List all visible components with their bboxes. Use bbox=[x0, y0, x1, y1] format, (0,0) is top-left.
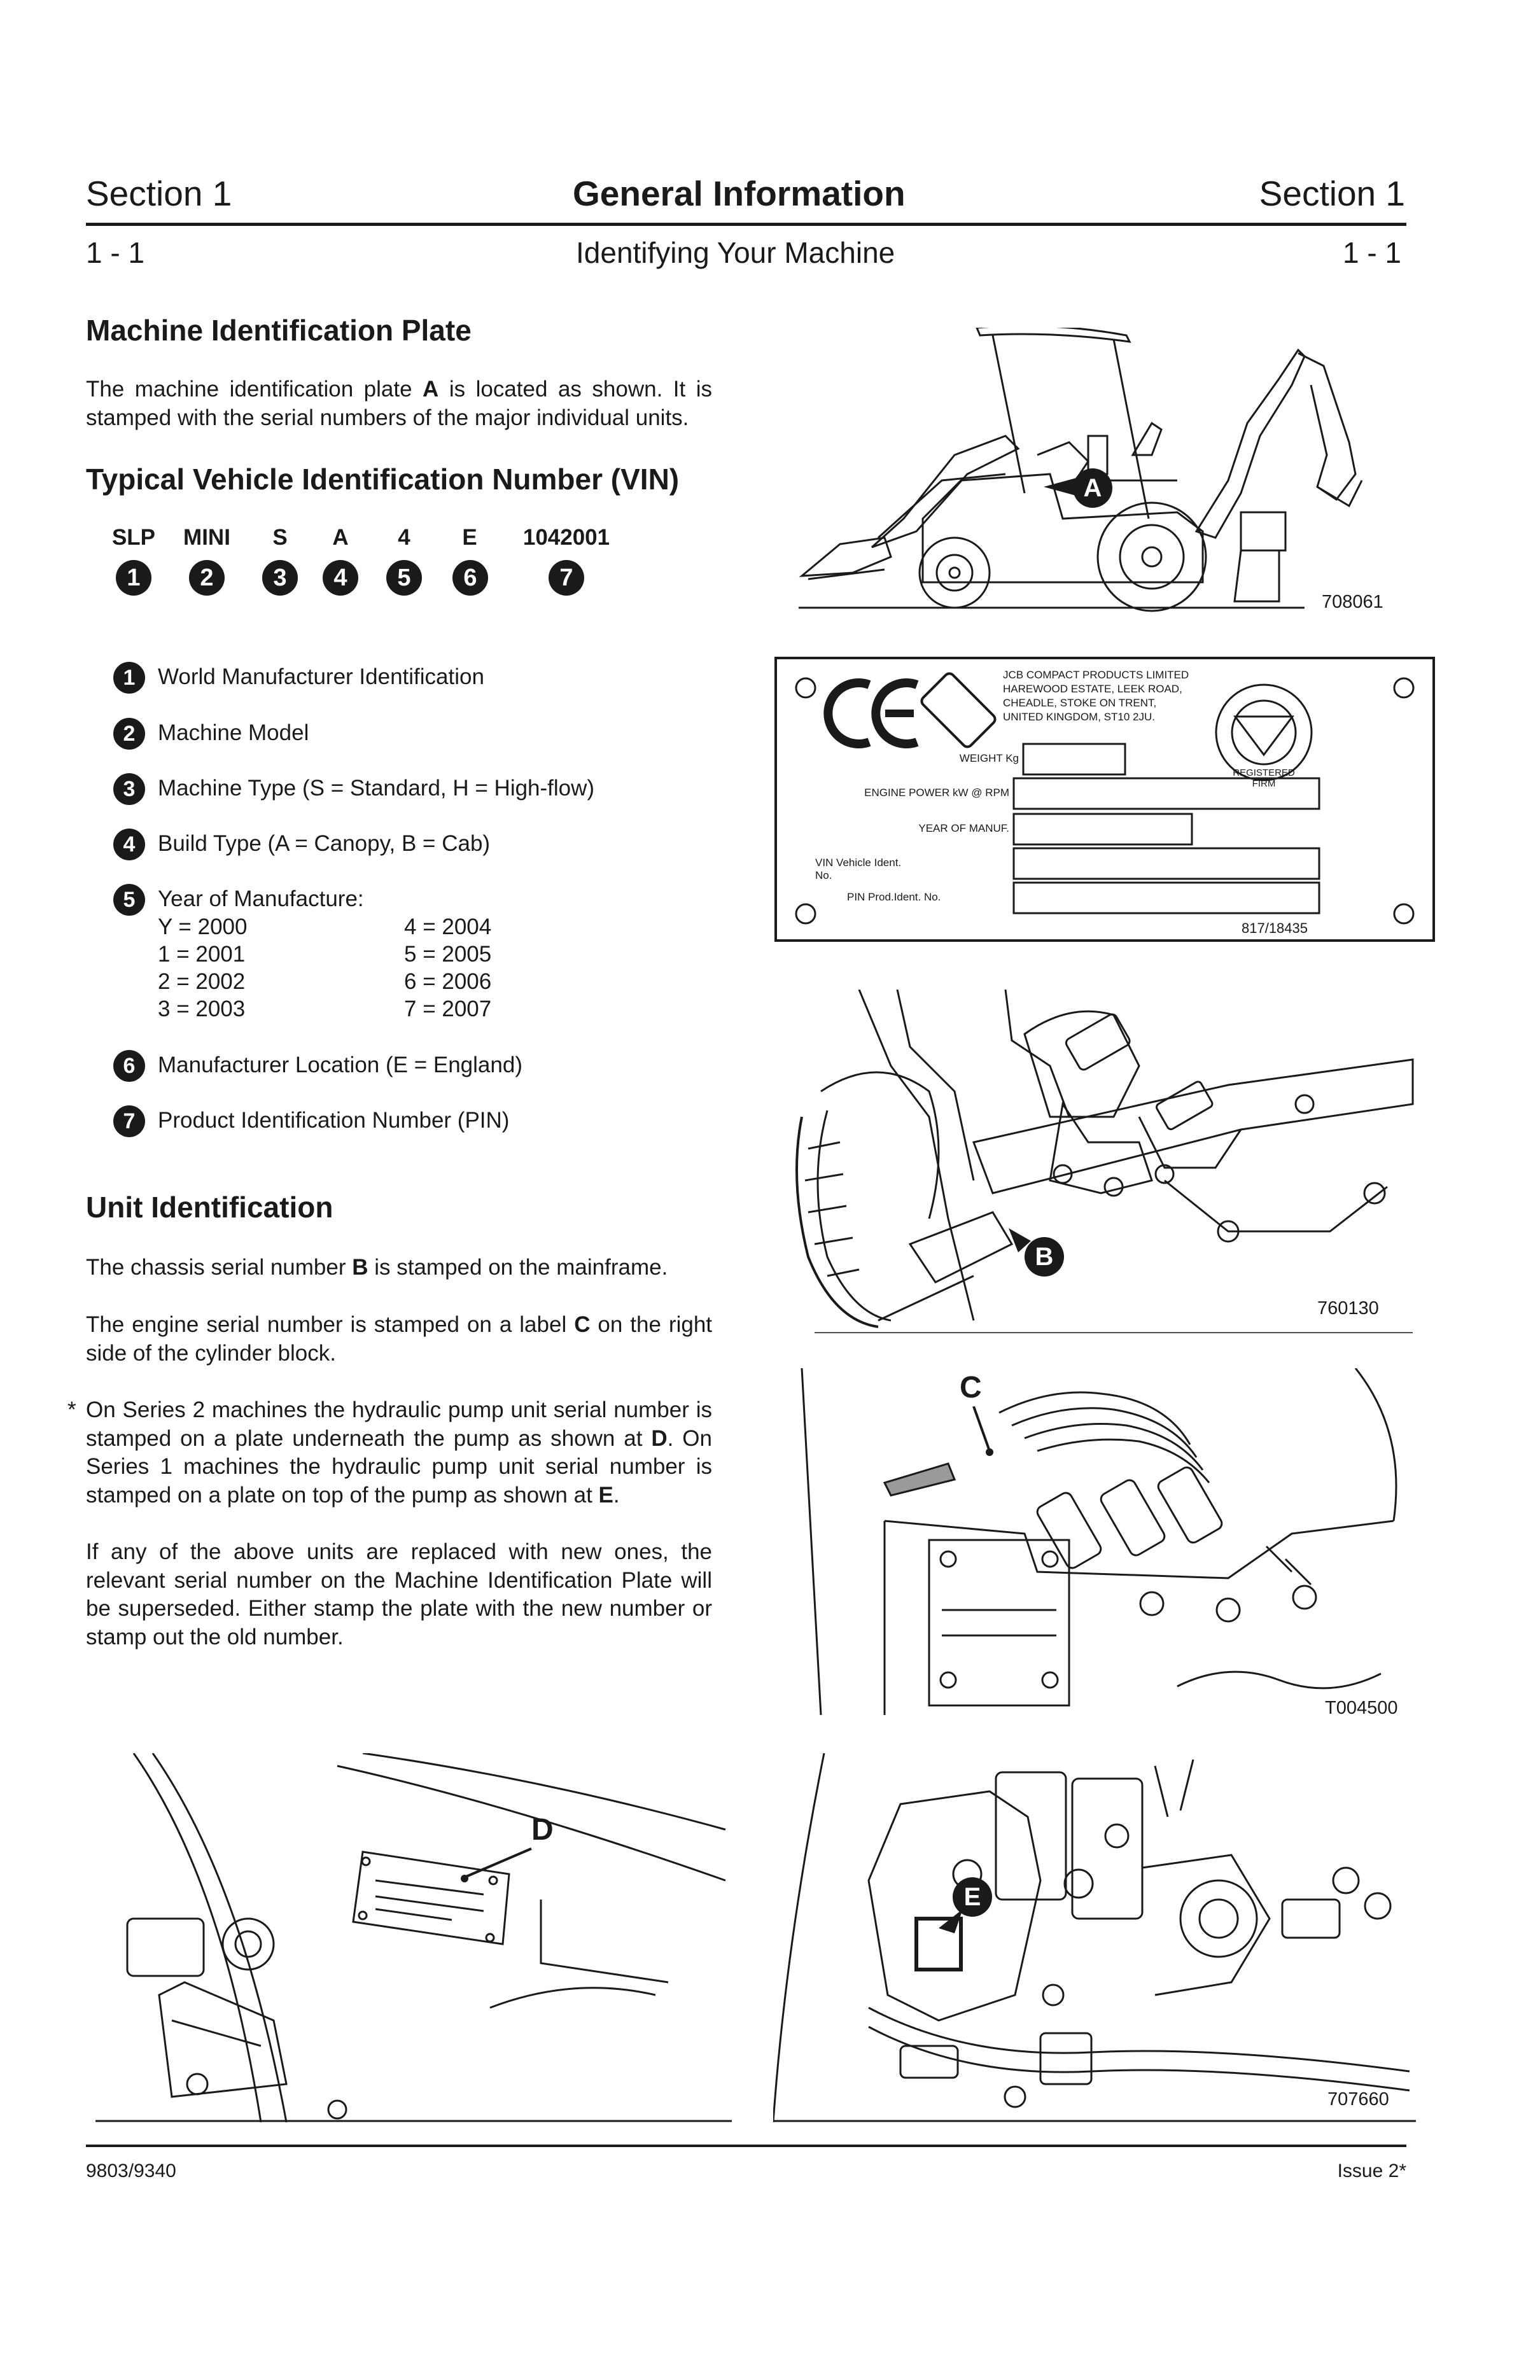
callout-d-pointer bbox=[461, 1847, 532, 1882]
plate-field-weight: WEIGHT Kg bbox=[959, 752, 1019, 764]
footer-rule bbox=[86, 2145, 1406, 2147]
legend-text-3: Machine Type (S = Standard, H = High-flo… bbox=[158, 776, 595, 801]
vin-code-slp: SLP bbox=[111, 525, 156, 550]
unit-heading: Unit Identification bbox=[86, 1191, 333, 1224]
plate-field-power: ENGINE POWER kW @ RPM bbox=[864, 787, 1009, 799]
pump-callout-e: E bbox=[953, 1877, 992, 1917]
unit-paragraph-replace: If any of the above units are replaced w… bbox=[86, 1539, 712, 1649]
plate-paragraph: The machine identification plate A is lo… bbox=[86, 377, 712, 430]
year-code: 4 = 2004 bbox=[404, 914, 492, 939]
vin-callout-3: 3 bbox=[262, 560, 298, 596]
vin-callout-7: 7 bbox=[549, 560, 584, 596]
chassis-callout-b: B bbox=[1025, 1237, 1064, 1277]
legend-text-5: Year of Manufacture: bbox=[158, 886, 364, 911]
legend-text-2: Machine Model bbox=[158, 720, 309, 745]
engine-callout-c: C bbox=[960, 1371, 982, 1404]
engine-figure bbox=[801, 1368, 1397, 1715]
vin-callout-4: 4 bbox=[323, 560, 358, 596]
ref-c: C bbox=[574, 1312, 591, 1337]
vin-code-mini: MINI bbox=[183, 525, 230, 550]
unit-paragraph-engine: The engine serial number is stamped on a… bbox=[86, 1312, 713, 1366]
revision-asterisk: * bbox=[67, 1397, 76, 1422]
callout-b-pointer bbox=[1009, 1228, 1031, 1252]
vin-callout-5: 5 bbox=[386, 560, 422, 596]
document-number: 9803/9340 bbox=[86, 2160, 176, 2181]
legend-text-7: Product Identification Number (PIN) bbox=[158, 1108, 510, 1133]
legend-text-4: Build Type (A = Canopy, B = Cab) bbox=[158, 831, 491, 856]
legend-callout-4: 4 bbox=[113, 829, 145, 860]
legend-callout-3: 3 bbox=[113, 773, 145, 805]
vin-callout-1: 1 bbox=[116, 560, 151, 596]
callout-a-pointer bbox=[1044, 477, 1079, 496]
plate-figure-code: 817/18435 bbox=[1242, 920, 1308, 936]
vin-code-build: A bbox=[332, 525, 349, 550]
year-code: 6 = 2006 bbox=[404, 969, 492, 994]
plate-seal-text: REGISTERED FIRM bbox=[1233, 767, 1295, 789]
year-code: 7 = 2007 bbox=[404, 997, 492, 1021]
engine-figure-code: T004500 bbox=[1325, 1698, 1398, 1718]
pump-figure-code: 707660 bbox=[1327, 2089, 1389, 2110]
vin-callout-6: 6 bbox=[452, 560, 488, 596]
page-title: General Information bbox=[573, 174, 906, 213]
ref-a: A bbox=[423, 377, 439, 402]
chassis-figure-code: 760130 bbox=[1317, 1298, 1379, 1319]
year-code: 5 = 2005 bbox=[404, 942, 492, 967]
plate-field-pin: PIN Prod.Ident. No. bbox=[847, 891, 941, 903]
vin-code-location: E bbox=[462, 525, 477, 550]
callout-e-pointer bbox=[939, 1909, 963, 1933]
vin-code-type: S bbox=[272, 525, 288, 550]
legend-callout-7: 7 bbox=[113, 1105, 145, 1137]
legend-callout-1: 1 bbox=[113, 662, 145, 694]
issue-number: Issue 2* bbox=[1337, 2160, 1406, 2181]
legend-callout-6: 6 bbox=[113, 1050, 145, 1082]
callout-c-pointer bbox=[972, 1406, 993, 1456]
tractor-callout-a: A bbox=[1073, 468, 1112, 508]
ref-d: D bbox=[651, 1425, 668, 1451]
header-rule bbox=[86, 223, 1406, 226]
tractor-figure-code: 708061 bbox=[1322, 592, 1383, 612]
unit-paragraph-chassis: The chassis serial number B is stamped o… bbox=[86, 1255, 668, 1280]
vin-code-year: 4 bbox=[398, 525, 410, 550]
legend-callout-5: 5 bbox=[113, 884, 145, 916]
ref-e: E bbox=[598, 1482, 613, 1508]
plate-field-year: YEAR OF MANUF. bbox=[918, 822, 1009, 834]
pump-top-figure bbox=[773, 1753, 1416, 2122]
year-code: 2 = 2002 bbox=[158, 969, 246, 994]
page-number-left: 1 - 1 bbox=[86, 236, 145, 269]
vin-heading: Typical Vehicle Identification Number (V… bbox=[86, 463, 680, 496]
legend-text-6: Manufacturer Location (E = England) bbox=[158, 1053, 522, 1077]
plate-company: JCB COMPACT PRODUCTS LIMITED HAREWOOD ES… bbox=[1003, 669, 1189, 723]
vin-code-pin: 1042001 bbox=[522, 525, 610, 550]
pump-plate-figure bbox=[95, 1753, 732, 2122]
ref-b: B bbox=[352, 1255, 368, 1280]
unit-paragraph-pump: On Series 2 machines the hydraulic pump … bbox=[86, 1397, 712, 1508]
plate-heading: Machine Identification Plate bbox=[86, 314, 472, 347]
year-code: 3 = 2003 bbox=[158, 997, 246, 1021]
page-subtitle: Identifying Your Machine bbox=[576, 236, 895, 269]
section-label-left: Section 1 bbox=[86, 174, 232, 213]
legend-text-1: World Manufacturer Identification bbox=[158, 664, 484, 689]
page-number-right: 1 - 1 bbox=[1342, 236, 1401, 269]
section-label-right: Section 1 bbox=[1259, 174, 1405, 213]
tractor-figure bbox=[799, 328, 1363, 612]
year-code: 1 = 2001 bbox=[158, 942, 246, 967]
chassis-figure bbox=[795, 990, 1414, 1333]
pump-callout-d: D bbox=[531, 1813, 554, 1847]
vin-callout-2: 2 bbox=[189, 560, 225, 596]
plate-field-vin: VIN Vehicle Ident. No. bbox=[815, 857, 902, 881]
id-plate-figure: JCB COMPACT PRODUCTS LIMITED HAREWOOD ES… bbox=[774, 657, 1435, 942]
year-code: Y = 2000 bbox=[158, 914, 248, 939]
legend-callout-2: 2 bbox=[113, 718, 145, 750]
